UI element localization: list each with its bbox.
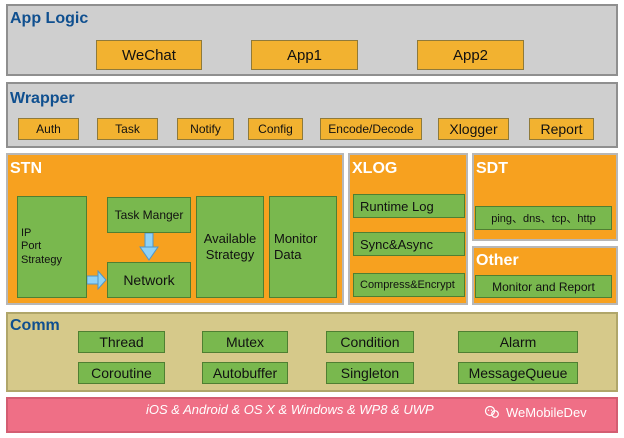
stn-strategy: Strategy <box>21 253 62 266</box>
stn-port: Port <box>21 240 42 253</box>
stn-available-strategy-line: Strategy <box>205 247 255 262</box>
comm-alarm: Alarm <box>458 331 578 353</box>
app-app1: App1 <box>251 40 358 70</box>
other-item: Monitor and Report <box>475 275 612 298</box>
brand-text: WeMobileDev <box>506 404 587 420</box>
xlog-title: XLOG <box>352 160 398 177</box>
app-app2: App2 <box>417 40 524 70</box>
arrow-right-shaft <box>87 275 99 285</box>
xlog-compress-encrypt: Compress&Encrypt <box>353 273 465 297</box>
comm-messagequeue: MessageQueue <box>458 362 578 384</box>
other-title: Other <box>476 252 519 269</box>
stn-ip-port-strategy: IP Port Strategy <box>17 196 87 298</box>
arrow-down-head <box>139 246 159 261</box>
wrapper-task: Task <box>97 118 158 140</box>
wechat-like-eye-left <box>487 409 490 411</box>
stn-title: STN <box>10 160 42 177</box>
sdt-title: SDT <box>476 160 508 177</box>
app-logic-title: App Logic <box>10 10 89 27</box>
sdt-item: ping、dns、tcp、http <box>475 206 612 230</box>
brand-watermark: WeMobileDev <box>484 402 614 422</box>
arrow-right-icon <box>87 270 107 290</box>
xlog-sync-async: Sync&Async <box>353 232 465 256</box>
stn-available-strategy: Available Strategy <box>196 196 264 298</box>
wrapper-encode-decode: Encode/Decode <box>320 118 422 140</box>
stn-task-manger: Task Manger <box>107 197 191 233</box>
comm-coroutine: Coroutine <box>78 362 165 384</box>
arrow-down-shaft <box>144 233 154 248</box>
xlog-runtime-log: Runtime Log <box>353 194 465 218</box>
comm-condition: Condition <box>326 331 414 353</box>
comm-singleton: Singleton <box>326 362 414 384</box>
stn-data: Data <box>274 247 302 262</box>
platform-layer <box>6 397 618 433</box>
wrapper-auth: Auth <box>18 118 79 140</box>
arrow-down-icon <box>139 233 159 261</box>
platform-text: iOS & Android & OS X & Windows & WP8 & U… <box>146 402 434 417</box>
app-wechat: WeChat <box>96 40 202 70</box>
wechat-like-icon <box>484 405 499 418</box>
stn-monitor: Monitor <box>274 231 318 247</box>
wechat-like-bubble-small <box>491 410 499 418</box>
comm-thread: Thread <box>78 331 165 353</box>
comm-title: Comm <box>10 317 60 334</box>
wechat-like-eye-right <box>490 409 493 411</box>
arrow-right-head <box>97 270 107 290</box>
stn-available: Available <box>203 231 257 247</box>
comm-autobuffer: Autobuffer <box>202 362 288 384</box>
wrapper-xlogger: Xlogger <box>438 118 509 140</box>
wrapper-notify: Notify <box>177 118 234 140</box>
stn-ip: IP <box>21 227 32 240</box>
wrapper-report: Report <box>529 118 594 140</box>
stn-monitor-data: Monitor Data <box>269 196 337 298</box>
stn-network: Network <box>107 262 191 298</box>
wrapper-config: Config <box>248 118 303 140</box>
comm-mutex: Mutex <box>202 331 288 353</box>
wrapper-title: Wrapper <box>10 90 75 107</box>
